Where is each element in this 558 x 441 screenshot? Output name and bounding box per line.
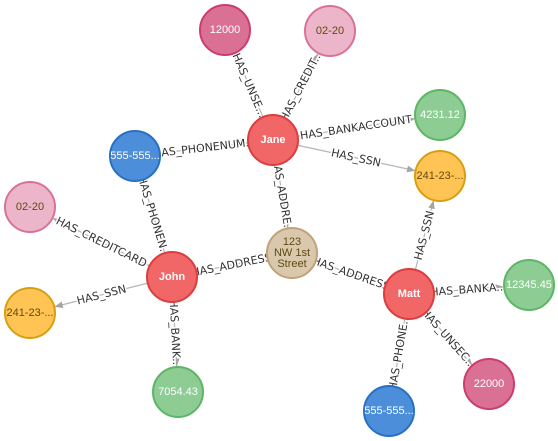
person-node-circle[interactable]	[247, 114, 299, 166]
bank-node-label: 12345.45	[506, 279, 552, 291]
credit-node-label: 02-20	[16, 201, 44, 213]
bank-node-circle[interactable]	[503, 259, 555, 311]
node-matt_unsecured[interactable]: 22000	[463, 358, 515, 410]
node-jane[interactable]: Jane	[247, 114, 299, 166]
node-jane_phone[interactable]: 555-555...	[109, 130, 161, 182]
edge-label: HAS_BANKA...	[430, 280, 507, 299]
edge-matt-matt_bank[interactable]: HAS_BANKA...	[428, 279, 508, 301]
credit-node-circle[interactable]	[4, 181, 56, 233]
edge-label: HAS_BANKACCOUNT	[299, 113, 413, 143]
node-label-line: NW 1st	[274, 247, 310, 259]
edge-matt-matt_unsecured[interactable]: HAS_UNSEC...	[417, 304, 481, 373]
edge-label: HAS_ADDRESS	[310, 254, 391, 293]
edge-line[interactable]	[284, 53, 319, 119]
edge-label: HAS_BANK...	[167, 299, 184, 369]
node-jane_bank[interactable]: 4231.12	[414, 89, 466, 141]
edge-label: HAS_CREDIT...	[277, 48, 325, 123]
bank-node-label: 4231.12	[420, 109, 460, 121]
edge-label: HAS_PHONENUM...	[152, 136, 256, 161]
edge-line[interactable]	[172, 301, 180, 367]
edge-label: HAS_SSN	[330, 146, 382, 169]
address-node-circle[interactable]	[266, 227, 318, 279]
ssn-node-circle[interactable]	[414, 150, 466, 202]
edge-matt-address[interactable]: HAS_ADDRESS	[309, 253, 393, 295]
edge-line[interactable]	[54, 282, 148, 309]
unsecured-node-circle[interactable]	[463, 358, 515, 410]
edge-line[interactable]	[433, 284, 504, 293]
edge-line[interactable]	[52, 217, 150, 267]
edge-line[interactable]	[276, 164, 290, 229]
unsecured-node-label: 22000	[474, 378, 505, 390]
person-node-label: John	[159, 271, 186, 283]
node-matt_bank[interactable]: 12345.45	[503, 259, 555, 311]
edge-line[interactable]	[159, 142, 249, 156]
edge-line[interactable]	[196, 256, 268, 273]
phone-node-circle[interactable]	[109, 130, 161, 182]
node-matt_phone[interactable]: 555-555...	[363, 385, 415, 437]
edge-line[interactable]	[425, 312, 473, 366]
unsecured-node-label: 12000	[210, 24, 241, 36]
edge-label: HAS_ADDRE...	[270, 157, 296, 236]
node-john_credit[interactable]: 02-20	[4, 181, 56, 233]
node-john[interactable]: John	[146, 251, 198, 303]
edge-jane-jane_credit[interactable]: HAS_CREDIT...	[276, 47, 327, 125]
edge-line[interactable]	[141, 180, 166, 254]
edge-jane-jane_bank[interactable]: HAS_BANKACCOUNT	[297, 111, 416, 144]
bank-node-label: 7054.43	[158, 386, 198, 398]
edge-jane-jane_phone[interactable]: HAS_PHONENUM...	[151, 134, 258, 162]
edge-label: HAS_ADDRESS	[190, 251, 272, 280]
edge-jane-address[interactable]: HAS_ADDRE...	[268, 155, 297, 237]
edge-jane-shared_ssn[interactable]: HAS_SSN	[297, 144, 416, 173]
bank-node-circle[interactable]	[414, 89, 466, 141]
edge-label: HAS_SSN	[412, 209, 437, 261]
node-matt[interactable]: Matt	[383, 268, 435, 320]
edge-line[interactable]	[234, 53, 264, 118]
edge-john-john_ssn[interactable]: HAS_SSN	[54, 281, 148, 309]
ssn-node-circle[interactable]	[4, 287, 56, 339]
edge-line[interactable]	[297, 144, 416, 173]
edge-jane-jane_unsecured[interactable]: HAS_UNSE...	[228, 50, 271, 121]
credit-node-circle[interactable]	[304, 5, 356, 57]
edge-john-address[interactable]: HAS_ADDRESS	[189, 249, 274, 281]
edge-label: HAS_CREDITCARD	[54, 214, 149, 270]
edge-john-john_credit[interactable]: HAS_CREDITCARD	[52, 213, 150, 272]
edge-label: HAS_PHONE...	[386, 313, 412, 392]
phone-node-label: 555-555...	[110, 150, 160, 162]
node-john_ssn[interactable]: 241-23-...	[4, 287, 56, 339]
edge-line[interactable]	[414, 200, 435, 270]
edge-label: HAS_UNSEC...	[418, 306, 479, 372]
node-jane_credit[interactable]: 02-20	[304, 5, 356, 57]
edge-line[interactable]	[297, 116, 416, 137]
person-node-circle[interactable]	[146, 251, 198, 303]
person-node-label: Matt	[398, 288, 421, 300]
edge-john-jane_phone[interactable]: HAS_PHONEN...	[133, 173, 174, 262]
edge-line[interactable]	[315, 260, 386, 287]
person-node-label: Jane	[260, 134, 285, 146]
person-node-circle[interactable]	[383, 268, 435, 320]
edge-matt-shared_ssn[interactable]: HAS_SSN	[410, 200, 439, 270]
edge-line[interactable]	[391, 318, 406, 387]
unsecured-node-circle[interactable]	[199, 4, 251, 56]
node-shared_ssn[interactable]: 241-23-...	[414, 150, 466, 202]
phone-node-label: 555-555...	[364, 405, 414, 417]
edge-john-john_bank[interactable]: HAS_BANK...	[165, 298, 185, 371]
edge-matt-matt_phone[interactable]: HAS_PHONE...	[385, 311, 414, 393]
edge-label: HAS_SSN	[75, 282, 127, 307]
edge-label: HAS_UNSE...	[229, 51, 269, 119]
node-label-line: 123	[283, 236, 301, 248]
node-john_bank[interactable]: 7054.43	[152, 366, 204, 418]
ssn-node-label: 241-23-...	[6, 307, 53, 319]
ssn-node-label: 241-23-...	[416, 170, 463, 182]
phone-node-circle[interactable]	[363, 385, 415, 437]
credit-node-label: 02-20	[316, 25, 344, 37]
bank-node-circle[interactable]	[152, 366, 204, 418]
node-jane_unsecured[interactable]: 12000	[199, 4, 251, 56]
edge-label: HAS_PHONEN...	[135, 174, 173, 260]
node-label-line: Street	[277, 258, 306, 270]
